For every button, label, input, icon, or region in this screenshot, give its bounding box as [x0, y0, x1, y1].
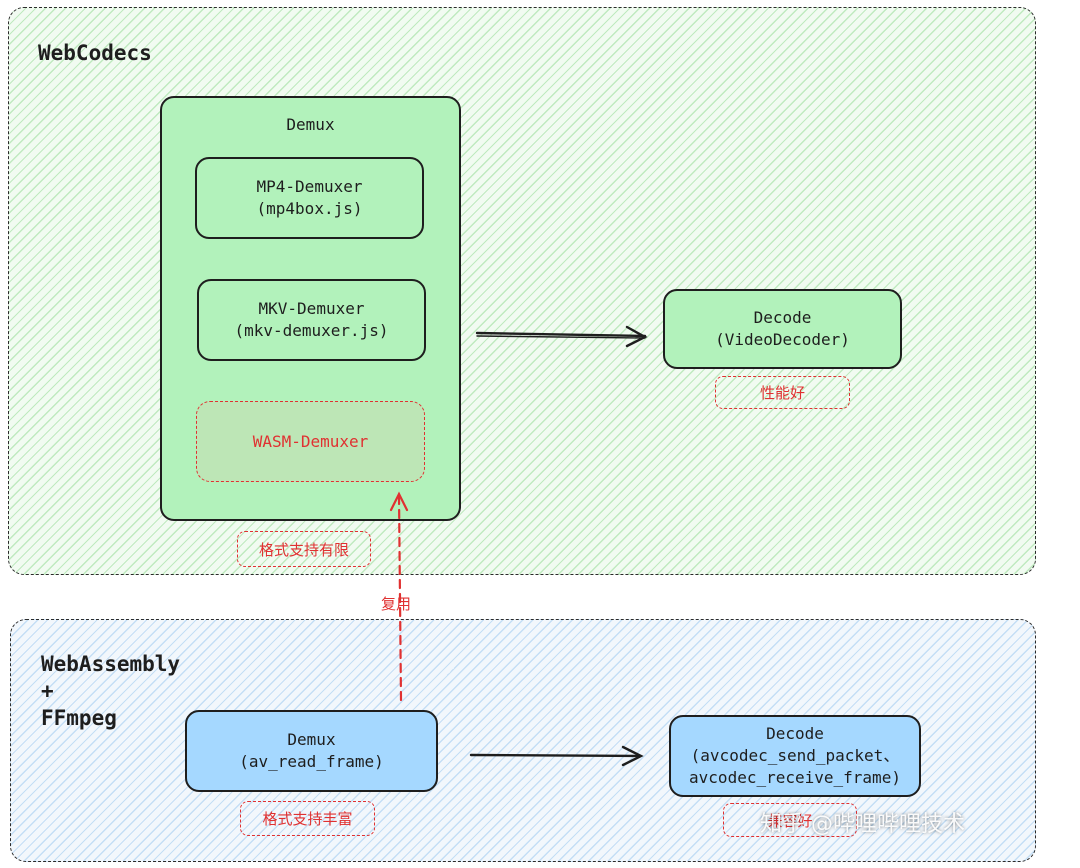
ffmpeg-decode-api-1: (avcodec_send_packet、: [690, 746, 900, 765]
ffmpeg-demux-api: (av_read_frame): [239, 752, 384, 771]
ffmpeg-decode-title: Decode: [766, 724, 824, 743]
watermark: 知乎 @哔哩哔哩技术: [760, 812, 965, 837]
decode-performance-note-text: 性能好: [759, 384, 805, 402]
webcodecs-decode-title: Decode: [753, 308, 812, 327]
ffmpeg-decode-box: Decode (avcodec_send_packet、 avcodec_rec…: [669, 715, 921, 797]
webcodecs-title: WebCodecs: [38, 41, 152, 65]
mp4-demuxer-box: MP4-Demuxer (mp4box.js): [195, 157, 424, 239]
demux-limited-note-text: 格式支持有限: [258, 540, 349, 559]
wasm-ffmpeg-title: WebAssembly + FFmpeg: [41, 652, 181, 730]
reuse-label: 复用: [381, 595, 412, 613]
ffmpeg-demux-to-decode-arrow: [469, 745, 644, 767]
ffmpeg-demux-note: 格式支持丰富: [240, 801, 375, 836]
wasm-demuxer-box: WASM-Demuxer: [196, 401, 425, 482]
webcodecs-decode-box: Decode (VideoDecoder): [663, 289, 902, 369]
mkv-demuxer-lib: (mkv-demuxer.js): [234, 321, 389, 340]
webcodecs-demux-title: Demux: [286, 115, 335, 134]
ffmpeg-demux-title: Demux: [287, 730, 336, 749]
mkv-demuxer-box: MKV-Demuxer (mkv-demuxer.js): [197, 279, 426, 361]
mp4-demuxer-lib: (mp4box.js): [256, 199, 363, 218]
mp4-demuxer-name: MP4-Demuxer: [256, 177, 363, 196]
demux-limited-note: 格式支持有限: [237, 531, 371, 567]
ffmpeg-decode-note-text: 兼容好: [767, 811, 813, 830]
decode-performance-note: 性能好: [715, 376, 850, 409]
ffmpeg-demux-note-text: 格式支持丰富: [262, 810, 353, 828]
ffmpeg-decode-api-2: avcodec_receive_frame): [689, 768, 901, 787]
ffmpeg-demux-box: Demux (av_read_frame): [185, 710, 438, 792]
reuse-dashed-arrow: [389, 491, 409, 702]
ffmpeg-decode-note: 兼容好: [723, 803, 857, 837]
demux-to-decode-arrow: [475, 325, 648, 348]
wasm-demuxer-label: WASM-Demuxer: [252, 432, 369, 451]
mkv-demuxer-name: MKV-Demuxer: [258, 299, 365, 318]
webcodecs-decode-api: (VideoDecoder): [715, 330, 850, 349]
